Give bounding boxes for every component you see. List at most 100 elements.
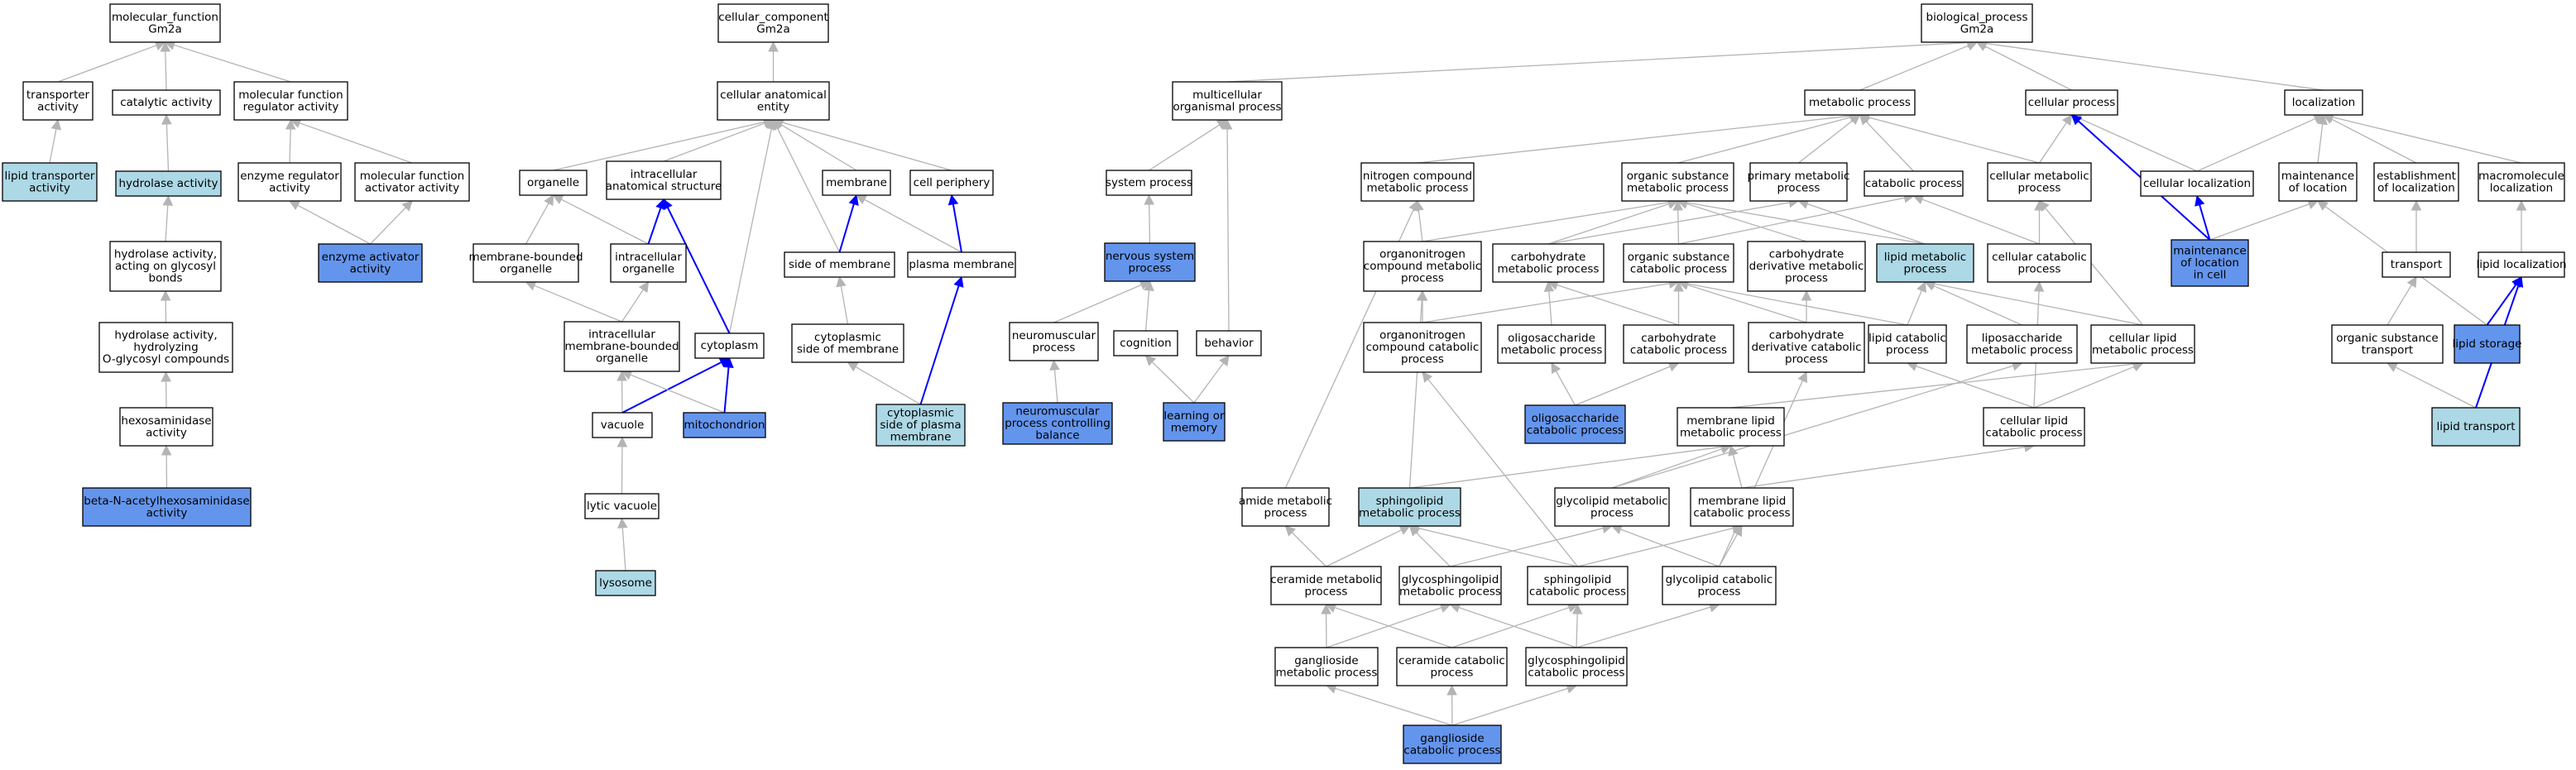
edge-line	[1732, 454, 1743, 489]
edge-line	[919, 285, 960, 405]
go-term-node-cognition[interactable]: cognition	[1113, 330, 1178, 356]
node-label-line: organic substance	[1627, 170, 1729, 183]
go-term-node-sidemem[interactable]: side of membrane	[784, 251, 895, 278]
edge-enzact-to-enzreg	[289, 200, 371, 245]
go-term-node-cytoplasm[interactable]: cytoplasm	[694, 332, 765, 359]
go-term-node-lytvac[interactable]: lytic vacuole	[584, 493, 660, 519]
go-term-node-behavior[interactable]: behavior	[1196, 330, 1262, 356]
go-term-node-lipidstor[interactable]: lipid storage	[2453, 324, 2522, 364]
go-term-node-vacuole[interactable]: vacuole	[592, 412, 653, 438]
go-term-node-catab[interactable]: catabolic process	[1864, 170, 1964, 197]
arrowhead	[160, 289, 171, 301]
go-term-node-transport[interactable]: transport	[2382, 251, 2451, 278]
go-term-node-hydrolase[interactable]: hydrolase activity	[115, 170, 222, 197]
go-term-node-hydoglyc[interactable]: hydrolase activity,hydrolyzingO-glycosyl…	[98, 322, 233, 373]
go-term-node-sysproc[interactable]: system process	[1106, 170, 1192, 196]
go-term-node-mito[interactable]: mitochondrion	[683, 412, 766, 438]
node-box	[1398, 566, 1502, 605]
go-term-node-cellloc[interactable]: cellular localization	[2140, 170, 2254, 197]
go-term-node-membrane[interactable]: membrane	[822, 170, 891, 196]
go-term-node-cellproc[interactable]: cellular process	[2025, 89, 2118, 116]
edge-lytvac-to-vacuole	[616, 436, 628, 495]
node-label-line: side of plasma	[880, 418, 961, 432]
arrowhead	[1321, 603, 1331, 615]
go-term-node-lipidtrans[interactable]: lipid transport	[2431, 407, 2521, 447]
edge-oligocat-to-carbcat	[1575, 361, 1680, 406]
go-term-node-plasmamem[interactable]: plasma membrane	[907, 251, 1016, 278]
node-label-line: intracellular	[631, 168, 698, 181]
go-term-node-localization[interactable]: localization	[2284, 89, 2363, 116]
go-term-node-lysosome[interactable]: lysosome	[595, 570, 656, 596]
go-term-node-organelle[interactable]: organelle	[519, 170, 588, 196]
go-term-node-catalytic[interactable]: catalytic activity	[112, 89, 221, 116]
go-term-node-lipidloc[interactable]: lipid localization	[2476, 251, 2567, 278]
node-label-line: glycosphingolipid	[1402, 573, 1499, 586]
node-box	[1113, 330, 1178, 356]
go-term-node-metproc[interactable]: metabolic process	[1804, 89, 1916, 116]
go-term-node-hydglyc[interactable]: hydrolase activity,acting on glycosylbon…	[109, 241, 222, 292]
node-label-line: glycolipid metabolic	[1556, 495, 1667, 508]
go-term-node-cellper[interactable]: cell periphery	[909, 170, 994, 196]
